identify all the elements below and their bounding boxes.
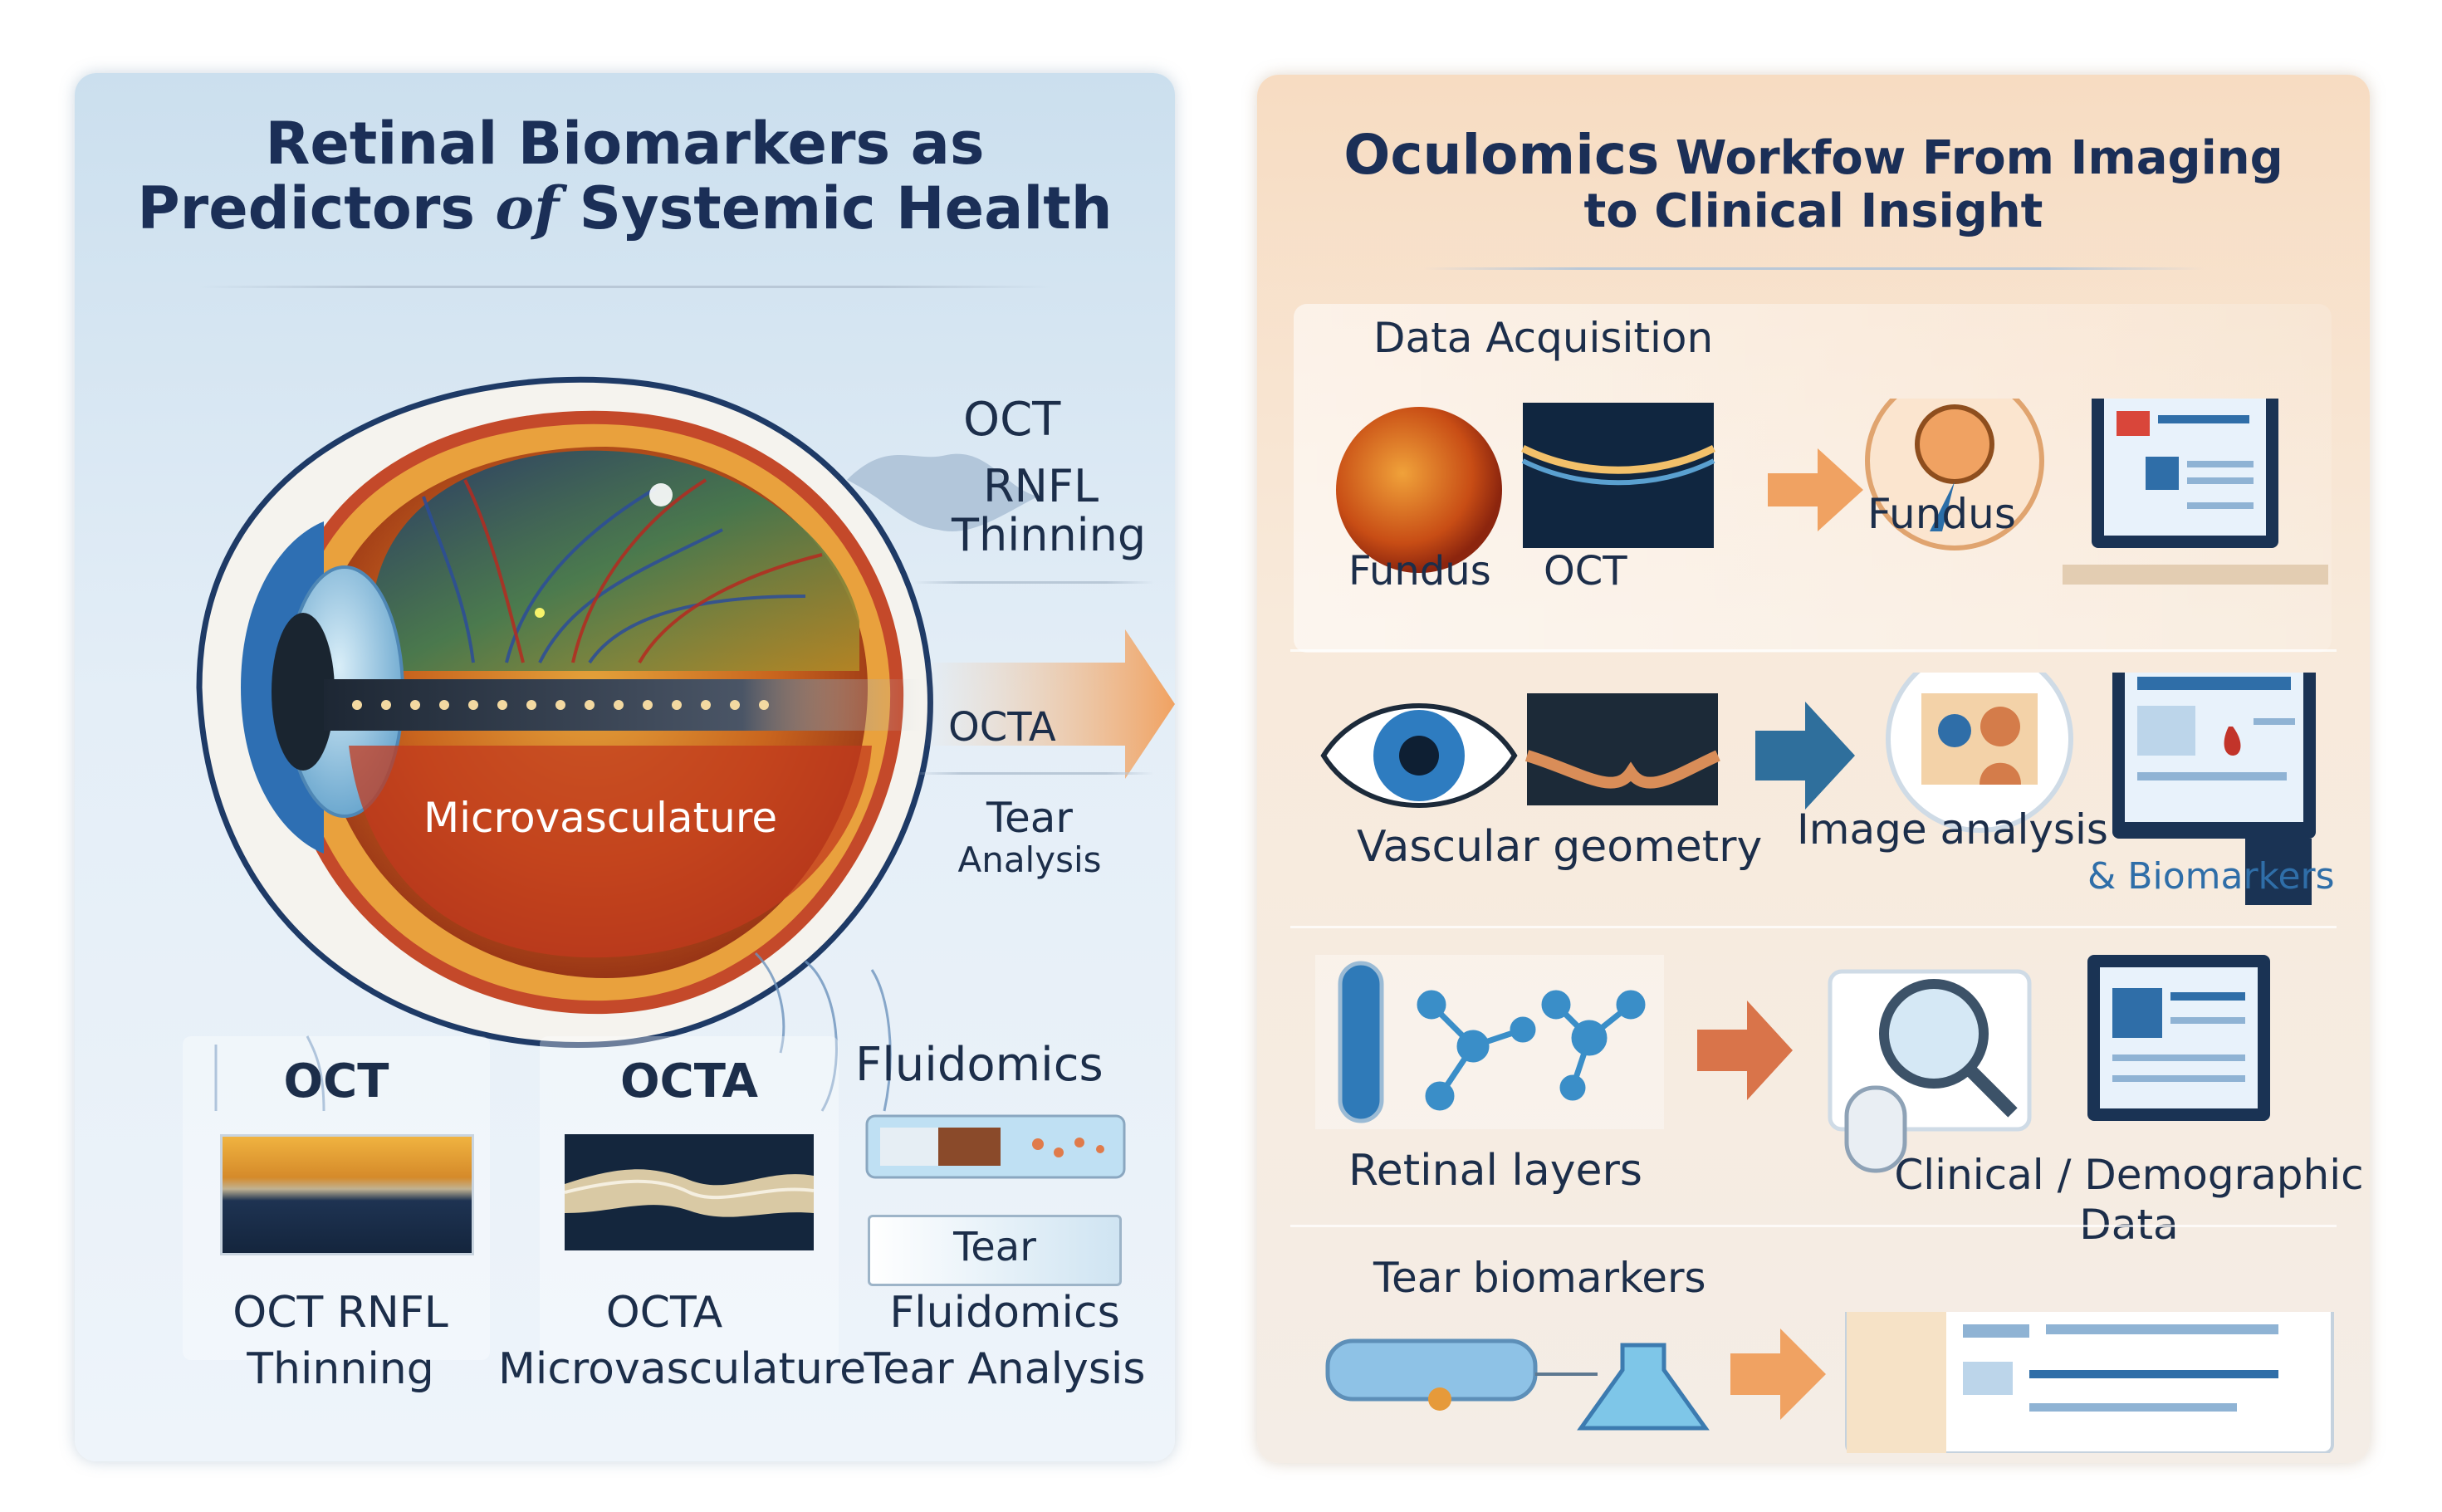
caption-fluid-line1: Fluidomics <box>889 1288 1120 1338</box>
right-title-line1: Oculomics Workfow From Imaging <box>1257 125 2370 186</box>
row1-arrow <box>1768 448 1863 531</box>
octa-scan-thumbnail <box>565 1134 814 1250</box>
right-title-oculomics: Oculomics <box>1343 123 1660 187</box>
callout-rule-2 <box>913 772 1154 775</box>
oct-beam-dots <box>352 700 769 710</box>
label-biomarkers: & Biomarkers <box>2087 855 2335 898</box>
row1-illustrations <box>1336 399 2328 585</box>
oct-scan-thumbnail <box>220 1134 474 1255</box>
callout-rnfl-line1: RNFL <box>982 460 1099 512</box>
card-octa-title: OCTA <box>620 1054 758 1108</box>
callout-octa: OCTA <box>948 704 1056 751</box>
transition-arrow <box>922 629 1175 779</box>
fundus-image <box>1336 407 1502 573</box>
caption-oct-line1: OCT RNFL <box>232 1288 448 1338</box>
left-title: Retinal Biomarkers as Predictors of Syst… <box>75 111 1175 242</box>
callout-rnfl-thinning: RNFL Thinning <box>952 460 1147 562</box>
callout-tear-line2: Analysis <box>957 839 1102 880</box>
tear-sample-tube <box>865 1114 1126 1179</box>
magnifier-icon <box>1879 979 1989 1089</box>
caption-fluid-line2: Tear Analysis <box>864 1343 1146 1394</box>
title-part-of: of <box>495 174 560 243</box>
card-octa: OCTA <box>540 1036 839 1360</box>
right-title: Oculomics Workfow From Imaging to Clinic… <box>1257 125 2370 238</box>
test-tube-icon <box>1338 961 1384 1123</box>
callout-tear-line1: Tear <box>986 794 1073 842</box>
caption-octa: OCTA Microvasculature <box>498 1285 867 1397</box>
network-icon <box>1417 990 1646 1111</box>
row4-arrow <box>1730 1329 1826 1420</box>
row-divider-3 <box>1290 1225 2337 1227</box>
label-vascular-geometry: Vascular geometry <box>1357 822 1763 872</box>
vascular-image <box>1527 693 1718 805</box>
card-tear: Tear <box>868 1215 1122 1286</box>
row4-illustrations <box>1325 1312 2334 1453</box>
left-panel: Retinal Biomarkers as Predictors of Syst… <box>75 73 1175 1461</box>
caption-fluidomics: Fluidomics Tear Analysis <box>847 1285 1162 1397</box>
tear-capillary-icon <box>1325 1338 1538 1402</box>
flask-icon <box>1577 1343 1710 1431</box>
label-retinal-layers: Retinal layers <box>1348 1146 1642 1196</box>
right-panel: Oculomics Workfow From Imaging to Clinic… <box>1257 75 2370 1463</box>
left-title-rule <box>199 286 1050 288</box>
oct-callout-shape <box>847 453 1038 531</box>
callout-oct: OCT <box>963 393 1061 447</box>
data-acquisition-header: Data Acquisition <box>1373 314 1714 362</box>
label-oct: OCT <box>1544 548 1627 595</box>
card-oct-title: OCT <box>283 1054 389 1108</box>
left-title-line2: Predictors of Systemic Health <box>75 174 1175 243</box>
left-title-line1: Retinal Biomarkers as <box>265 110 985 178</box>
card-fluidomics-title: Fluidomics <box>855 1038 1104 1092</box>
row-divider-1 <box>1290 649 2337 652</box>
right-title-line2: to Clinical Insight <box>1583 183 2043 238</box>
card-oct: OCT <box>183 1036 490 1360</box>
row2-arrow <box>1755 702 1855 810</box>
card-tear-label: Tear <box>953 1224 1036 1270</box>
caption-oct-line2: Thinning <box>247 1343 434 1394</box>
callout-rule-1 <box>913 581 1154 584</box>
caption-oct: OCT RNFL Thinning <box>158 1285 523 1397</box>
right-title-rest: Workfow From Imaging <box>1659 131 2283 185</box>
callout-tear-analysis: Tear Analysis <box>951 795 1108 879</box>
label-tear-biomarkers: Tear biomarkers <box>1373 1254 1706 1302</box>
label-fundus: Fundus <box>1348 548 1491 595</box>
oct-image <box>1523 403 1714 548</box>
label-image-analysis: Image analysis <box>1797 805 2108 854</box>
eye-cross-section-illustration <box>196 376 1175 1112</box>
caption-octa-line1: OCTA <box>605 1288 723 1338</box>
title-part-b: Systemic Health <box>559 174 1113 243</box>
eye-label-microvasculature: Microvasculature <box>423 794 778 842</box>
row3-arrow <box>1697 1001 1793 1100</box>
label-fundus-output: Fundus <box>1867 490 2016 538</box>
title-part-a: Predictors <box>137 174 496 243</box>
row-divider-2 <box>1290 926 2337 928</box>
label-clinical-line1: Clinical / Demographic <box>1894 1151 2364 1199</box>
right-title-rule <box>1423 267 2204 270</box>
row3-illustrations <box>1315 955 2270 1173</box>
row2-illustrations <box>1320 673 2316 905</box>
callout-rnfl-line2: Thinning <box>952 509 1147 562</box>
caption-octa-line2: Microvasculature <box>498 1343 867 1394</box>
label-clinical-demographic: Clinical / Demographic Data <box>1888 1150 2370 1250</box>
